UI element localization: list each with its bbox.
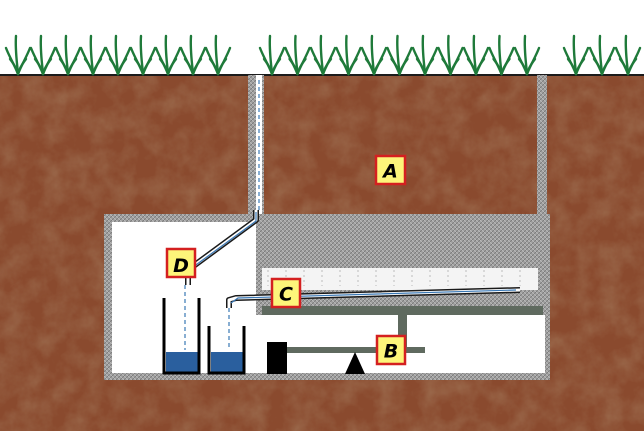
drain-pipe-tank	[226, 287, 521, 308]
grass-tuft-icon	[588, 34, 616, 76]
label-c-text: C	[279, 284, 293, 306]
collection-vessel-right	[207, 326, 246, 375]
label-b: B	[375, 334, 407, 366]
counterweight-block-icon	[267, 342, 287, 374]
shaft-left-wall	[248, 75, 256, 220]
shaft-interior	[256, 75, 262, 223]
tank-right-wall	[537, 75, 547, 313]
water-level-left	[166, 352, 198, 372]
label-a-text: A	[381, 161, 398, 183]
access-shaft	[248, 75, 262, 223]
grass-tuft-icon	[204, 34, 232, 76]
grass-tuft-icon	[462, 34, 490, 76]
grass-tuft-icon	[360, 34, 388, 76]
grass-tuft-icon	[411, 34, 439, 76]
grass-tuft-icon	[29, 34, 57, 76]
grass-tuft-icon	[79, 34, 107, 76]
grass-tuft-icon	[309, 34, 337, 76]
triangle-fulcrum-icon	[345, 352, 365, 374]
grass-tuft-icon	[104, 34, 132, 76]
grass-tuft-icon	[614, 34, 642, 76]
weighing-mechanism	[267, 315, 425, 374]
grass-tuft-icon	[513, 34, 541, 76]
grass-tuft-icon	[4, 34, 32, 76]
grass-tuft-icon	[488, 34, 515, 76]
grass-tuft-icon	[154, 34, 182, 76]
grass-tuft-icon	[562, 34, 590, 76]
water-level-right	[211, 352, 243, 372]
grass-tuft-icon	[4, 34, 642, 76]
grass-tuft-icon	[54, 34, 82, 76]
lever-arm	[282, 347, 425, 353]
label-d-text: D	[173, 255, 189, 277]
label-d: D	[165, 247, 197, 279]
collection-vessel-left	[162, 298, 201, 375]
grass-tuft-icon	[284, 34, 311, 76]
weighing-rod	[398, 315, 407, 350]
grass-tuft-icon	[129, 34, 157, 76]
grass-tuft-icon	[179, 34, 207, 76]
label-a: A	[374, 154, 407, 186]
grass-tuft-icon	[258, 34, 286, 76]
grass-tuft-icon	[335, 34, 362, 76]
grass-tuft-icon	[437, 34, 464, 76]
grass-tuft-icon	[386, 34, 413, 76]
label-c: C	[270, 277, 302, 309]
label-b-text: B	[384, 341, 398, 363]
